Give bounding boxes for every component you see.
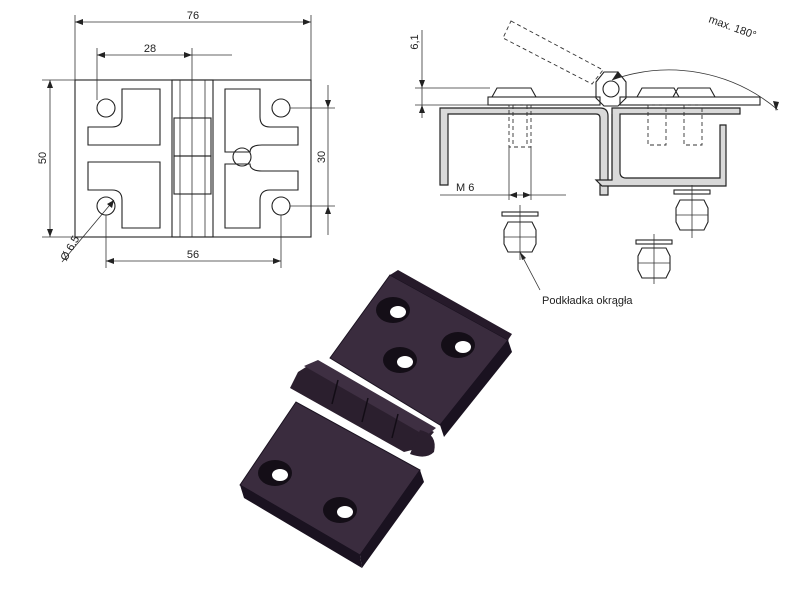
swing-arc (611, 69, 779, 111)
dimension-width: 76 (74, 10, 312, 80)
washer-nut-left (501, 205, 539, 260)
hinge-3d-render (239, 270, 512, 568)
hinge-knuckle (171, 79, 214, 238)
dimension-thread-label: M 6 (456, 182, 474, 194)
bottom-leaf-holes (258, 460, 357, 523)
dimension-thread: M 6 (440, 147, 566, 200)
dimension-hole-spacing-bottom-label: 56 (187, 249, 199, 261)
dimension-height: 50 (37, 79, 75, 238)
hinge-pin (602, 80, 620, 98)
mounting-hole-top-left (96, 98, 116, 118)
front-view: 76 28 50 30 (37, 10, 335, 268)
side-view: max. 180° (409, 14, 779, 307)
open-leaf-dashed (502, 20, 604, 85)
dimension-thickness: 6,1 (409, 30, 490, 118)
washer-nut-right-2 (635, 234, 673, 284)
mounting-hole-bottom-right (271, 196, 291, 216)
right-leaf-closed (619, 96, 761, 106)
knuckle-barrel (290, 360, 436, 457)
dimension-thickness-label: 6,1 (409, 34, 421, 49)
washer-nut-right-1 (673, 185, 711, 238)
dimension-hole-spacing-top-label: 28 (144, 43, 156, 55)
right-leaf-pockets (224, 88, 299, 229)
washer-label: Podkładka okrągła (542, 295, 633, 307)
dimension-hole-spacing-right-label: 30 (316, 151, 328, 163)
dimension-hole-diameter-label: Ø 6.5 (58, 234, 82, 263)
screw-left (508, 104, 532, 148)
screw-right-2 (683, 104, 703, 146)
mounting-hole-center-right (232, 147, 252, 167)
dimension-hole-spacing-top: 28 (96, 43, 232, 100)
right-panel-section (594, 107, 741, 187)
dimension-hole-spacing-bottom: 56 (105, 215, 282, 268)
dimension-width-label: 76 (187, 10, 199, 22)
top-leaf-holes (376, 297, 475, 373)
left-leaf-pockets (87, 88, 161, 229)
dimension-angle-label: max. 180° (707, 14, 758, 42)
left-panel-section (439, 107, 609, 196)
left-leaf-closed (487, 96, 601, 106)
dimension-hole-spacing-right: 30 (290, 85, 335, 235)
side-knuckle (595, 71, 627, 107)
dimension-height-label: 50 (37, 152, 49, 164)
mounting-hole-top-right (271, 98, 291, 118)
screw-right-1 (647, 104, 667, 146)
